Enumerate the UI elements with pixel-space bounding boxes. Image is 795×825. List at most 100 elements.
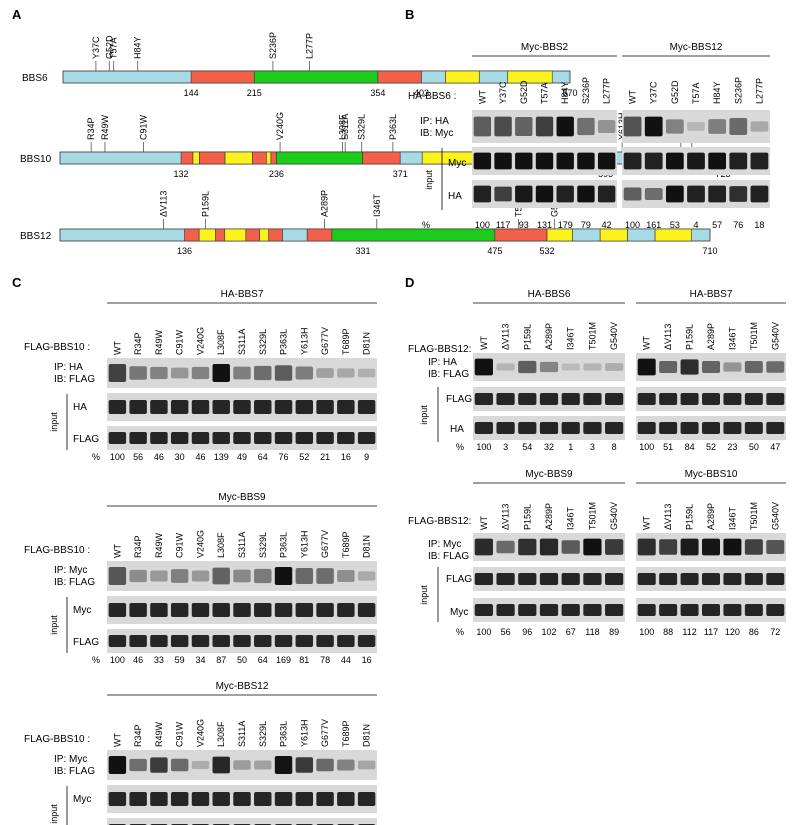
lane-label: R49W [154,532,164,558]
blot-band [605,573,624,585]
blot-band [473,185,492,203]
lane-label: D81N [362,332,372,355]
blot-band [212,603,230,617]
domain-segment [362,151,401,165]
blot-band [191,603,210,617]
blot-band [337,432,355,444]
lane-label: G52D [670,80,680,104]
blot-band [535,152,554,170]
percent-value: 100 [625,220,640,230]
percent-value: 51 [663,442,673,452]
blot-band [518,604,537,616]
blot-band [108,364,127,382]
blot-band [191,570,210,582]
blot-band [170,367,189,379]
percent-value: 67 [566,627,576,637]
lane-label: S236P [733,77,743,104]
blot-band [750,121,769,132]
blot-band [150,792,168,806]
blot-band [680,393,699,405]
blot-band [233,366,251,380]
blot-band [659,422,678,434]
blot-band [170,603,189,617]
lane-label: I346T [727,326,737,350]
blot-band [659,393,678,405]
blot-band [496,573,515,585]
domain-segment [331,228,496,242]
blot-band [357,400,376,414]
percent-value: 56 [133,452,143,462]
blot-band [191,635,210,647]
lane-label: V240G [195,530,205,558]
blot-band [212,792,230,806]
position-tick-label: 710 [702,246,717,256]
blot-band [474,538,493,556]
percent-value: 169 [276,655,291,665]
blot-band [637,358,656,376]
row-label: FLAG [446,574,472,585]
blot-band [605,604,624,616]
lane-label: A289P [544,503,554,530]
lane-label: L308F [216,721,226,747]
blot-band [518,573,537,585]
blot-band [687,152,705,170]
blot-band [539,538,559,556]
percent-value: 179 [558,220,573,230]
percent-value: 86 [749,627,759,637]
percent-value: 100 [110,452,125,462]
percent-value: 59 [175,655,185,665]
lane-label: T501M [749,322,759,350]
percent-value: 53 [670,220,680,230]
blot-band [515,185,533,203]
lane-label: S329L [258,532,268,558]
blot-band [518,422,537,434]
blot-band [316,635,334,647]
lane-label: L277P [754,78,764,104]
blot-band [702,393,720,405]
blot-band [212,432,230,444]
blot-band [357,792,376,806]
lane-label: L277P [602,78,612,104]
lane-label: G677V [320,327,330,355]
lane-label: T689P [341,531,351,558]
lane-label: P363L [279,329,289,355]
blot-band [494,186,512,202]
percent-label: % [92,655,100,665]
lane-label: T689P [341,720,351,747]
lane-label: R34P [133,724,143,747]
percent-value: 56 [501,627,511,637]
domain-segment [599,228,628,242]
row-title: FLAG-BBS10 : [24,545,90,556]
lane-label: WT [112,341,122,355]
lane-label: S236P [581,77,591,104]
row-label: IB: FLAG [54,766,95,777]
percent-value: 18 [754,220,764,230]
mutation-label: S236P [268,32,278,59]
row-label: IB: Myc [420,128,453,139]
blot-band [254,432,272,444]
position-tick-label: 331 [356,246,371,256]
lane-label: WT [642,336,652,350]
blot-band [680,604,699,616]
blot-band [744,604,763,616]
row-title: FLAG-BBS12: [408,516,471,527]
blot-band [108,400,127,414]
percent-value: 100 [639,442,654,452]
blot-band [150,757,168,773]
row-title: HA-BBS6 : [408,91,456,102]
position-tick-label: 215 [247,88,262,98]
percent-value: 3 [503,442,508,452]
lane-label: T57A [691,82,701,104]
blot-ip [107,358,377,388]
blot-band [708,152,727,170]
blot-band [212,756,230,774]
blot-band [539,604,559,616]
blot-band [212,567,230,585]
percent-value: 50 [237,655,247,665]
percent-value: 93 [519,220,529,230]
lane-label: C91W [175,329,185,355]
lane-label: T501M [749,502,759,530]
blot-band [623,116,642,137]
percent-value: 46 [195,452,205,462]
mutation-label: S311A [340,114,350,140]
